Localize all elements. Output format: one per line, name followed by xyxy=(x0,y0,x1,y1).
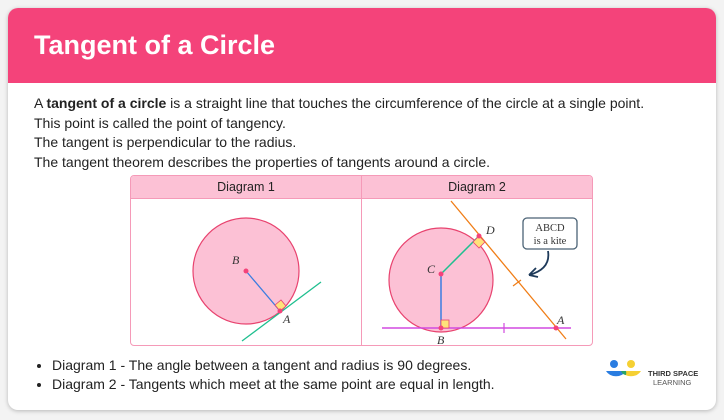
bold-term: tangent of a circle xyxy=(46,95,167,111)
label-c: C xyxy=(427,262,436,276)
text: A xyxy=(34,95,47,111)
bullet-list: Diagram 1 - The angle between a tangent … xyxy=(34,356,495,394)
point-a xyxy=(277,308,283,314)
equal-tick xyxy=(512,279,522,287)
right-angle-marker xyxy=(472,235,486,249)
label-b: B xyxy=(437,333,445,345)
bullet-item: Diagram 2 - Tangents which meet at the s… xyxy=(52,375,495,394)
point-a xyxy=(553,325,559,331)
label-a: A xyxy=(282,312,291,326)
callout-arrow-icon xyxy=(528,250,550,278)
intro-line-2: This point is called the point of tangen… xyxy=(34,114,286,131)
radius-line xyxy=(245,270,281,312)
point-b xyxy=(438,325,444,331)
label-d: D xyxy=(485,223,495,237)
diagram-2-title: Diagram 2 xyxy=(362,176,592,199)
tangent-line-da xyxy=(450,200,567,340)
right-angle-marker xyxy=(440,319,450,329)
header-banner: Tangent of a Circle xyxy=(8,8,716,83)
callout-box xyxy=(522,217,578,250)
logo-line-2: LEARNING xyxy=(653,378,692,387)
label-a: A xyxy=(556,313,565,327)
point-d xyxy=(476,233,482,239)
slide-card: Tangent of a Circle A tangent of a circl… xyxy=(8,8,716,410)
callout-line-2: is a kite xyxy=(534,236,567,247)
diagram-1: B A xyxy=(192,217,322,342)
point-c xyxy=(438,271,444,277)
text: is a straight line that touches the circ… xyxy=(166,95,645,111)
page-title: Tangent of a Circle xyxy=(34,30,276,60)
bullet-item: Diagram 1 - The angle between a tangent … xyxy=(52,356,495,375)
intro-text: A tangent of a circle is a straight line… xyxy=(34,94,644,172)
divider xyxy=(361,176,362,345)
point-b xyxy=(243,268,249,274)
diagram-table: Diagram 1 Diagram 2 B A C D B A ABCD is … xyxy=(130,175,593,346)
third-space-logo-icon xyxy=(606,360,641,377)
callout-line-1: ABCD xyxy=(535,223,565,234)
diagram-1-title: Diagram 1 xyxy=(131,176,362,199)
diagram-2: C D B A ABCD is a kite xyxy=(382,200,578,345)
right-angle-marker xyxy=(274,299,287,312)
intro-line-1: A tangent of a circle is a straight line… xyxy=(34,94,644,114)
intro-line-3: The tangent is perpendicular to the radi… xyxy=(34,134,297,150)
logo-line-1: THIRD SPACE xyxy=(648,369,699,378)
label-b: B xyxy=(232,253,240,267)
intro-line-4: The tangent theorem describes the proper… xyxy=(34,153,491,170)
radius-cd xyxy=(440,235,480,275)
